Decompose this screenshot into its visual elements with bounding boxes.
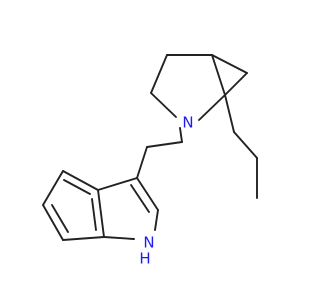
atom-label-ring-nitrogen: N: [182, 114, 193, 132]
bond-benzene-1: [62, 170, 99, 191]
bond-benzene-4: [62, 236, 105, 241]
bond-benzene-1-double: [63, 179, 91, 195]
structure-canvas: N N H: [42, 54, 258, 268]
bond-benzene-5-double: [91, 198, 97, 231]
bond-linker-3: [136, 146, 148, 179]
bond-indole-c3-c2-double: [130, 184, 150, 213]
bond-indole-c7a-c3a: [97, 189, 105, 238]
bond-linker-2: [146, 141, 183, 148]
bond-cyclopropane-b: [224, 72, 248, 96]
bond-indole-n1-c7a: [103, 236, 135, 240]
bond-propyl-1: [224, 94, 235, 133]
atom-label-indole-nitrogen: N: [143, 234, 154, 252]
bond-benzene-2: [42, 170, 64, 206]
bond-indole-c3-c2: [136, 177, 159, 211]
bond-indole-c2-n1: [154, 209, 159, 231]
bond-ring-right: [211, 54, 226, 96]
bond-propyl-2: [233, 131, 258, 159]
bond-linker-1: [179, 127, 183, 143]
atom-label-indole-hydrogen: H: [139, 250, 150, 268]
bond-benzene-3: [42, 204, 64, 241]
bond-indole-c3-c3a: [97, 177, 138, 191]
bond-ring-left-lower: [150, 92, 177, 118]
bond-benzene-3-double: [51, 204, 69, 233]
bond-ring-left-upper: [150, 54, 168, 94]
bond-cyclopropane-a: [211, 54, 248, 74]
molecule-structure: N N H: [42, 54, 258, 268]
bond-ring-n-bridgehead: [198, 94, 226, 121]
